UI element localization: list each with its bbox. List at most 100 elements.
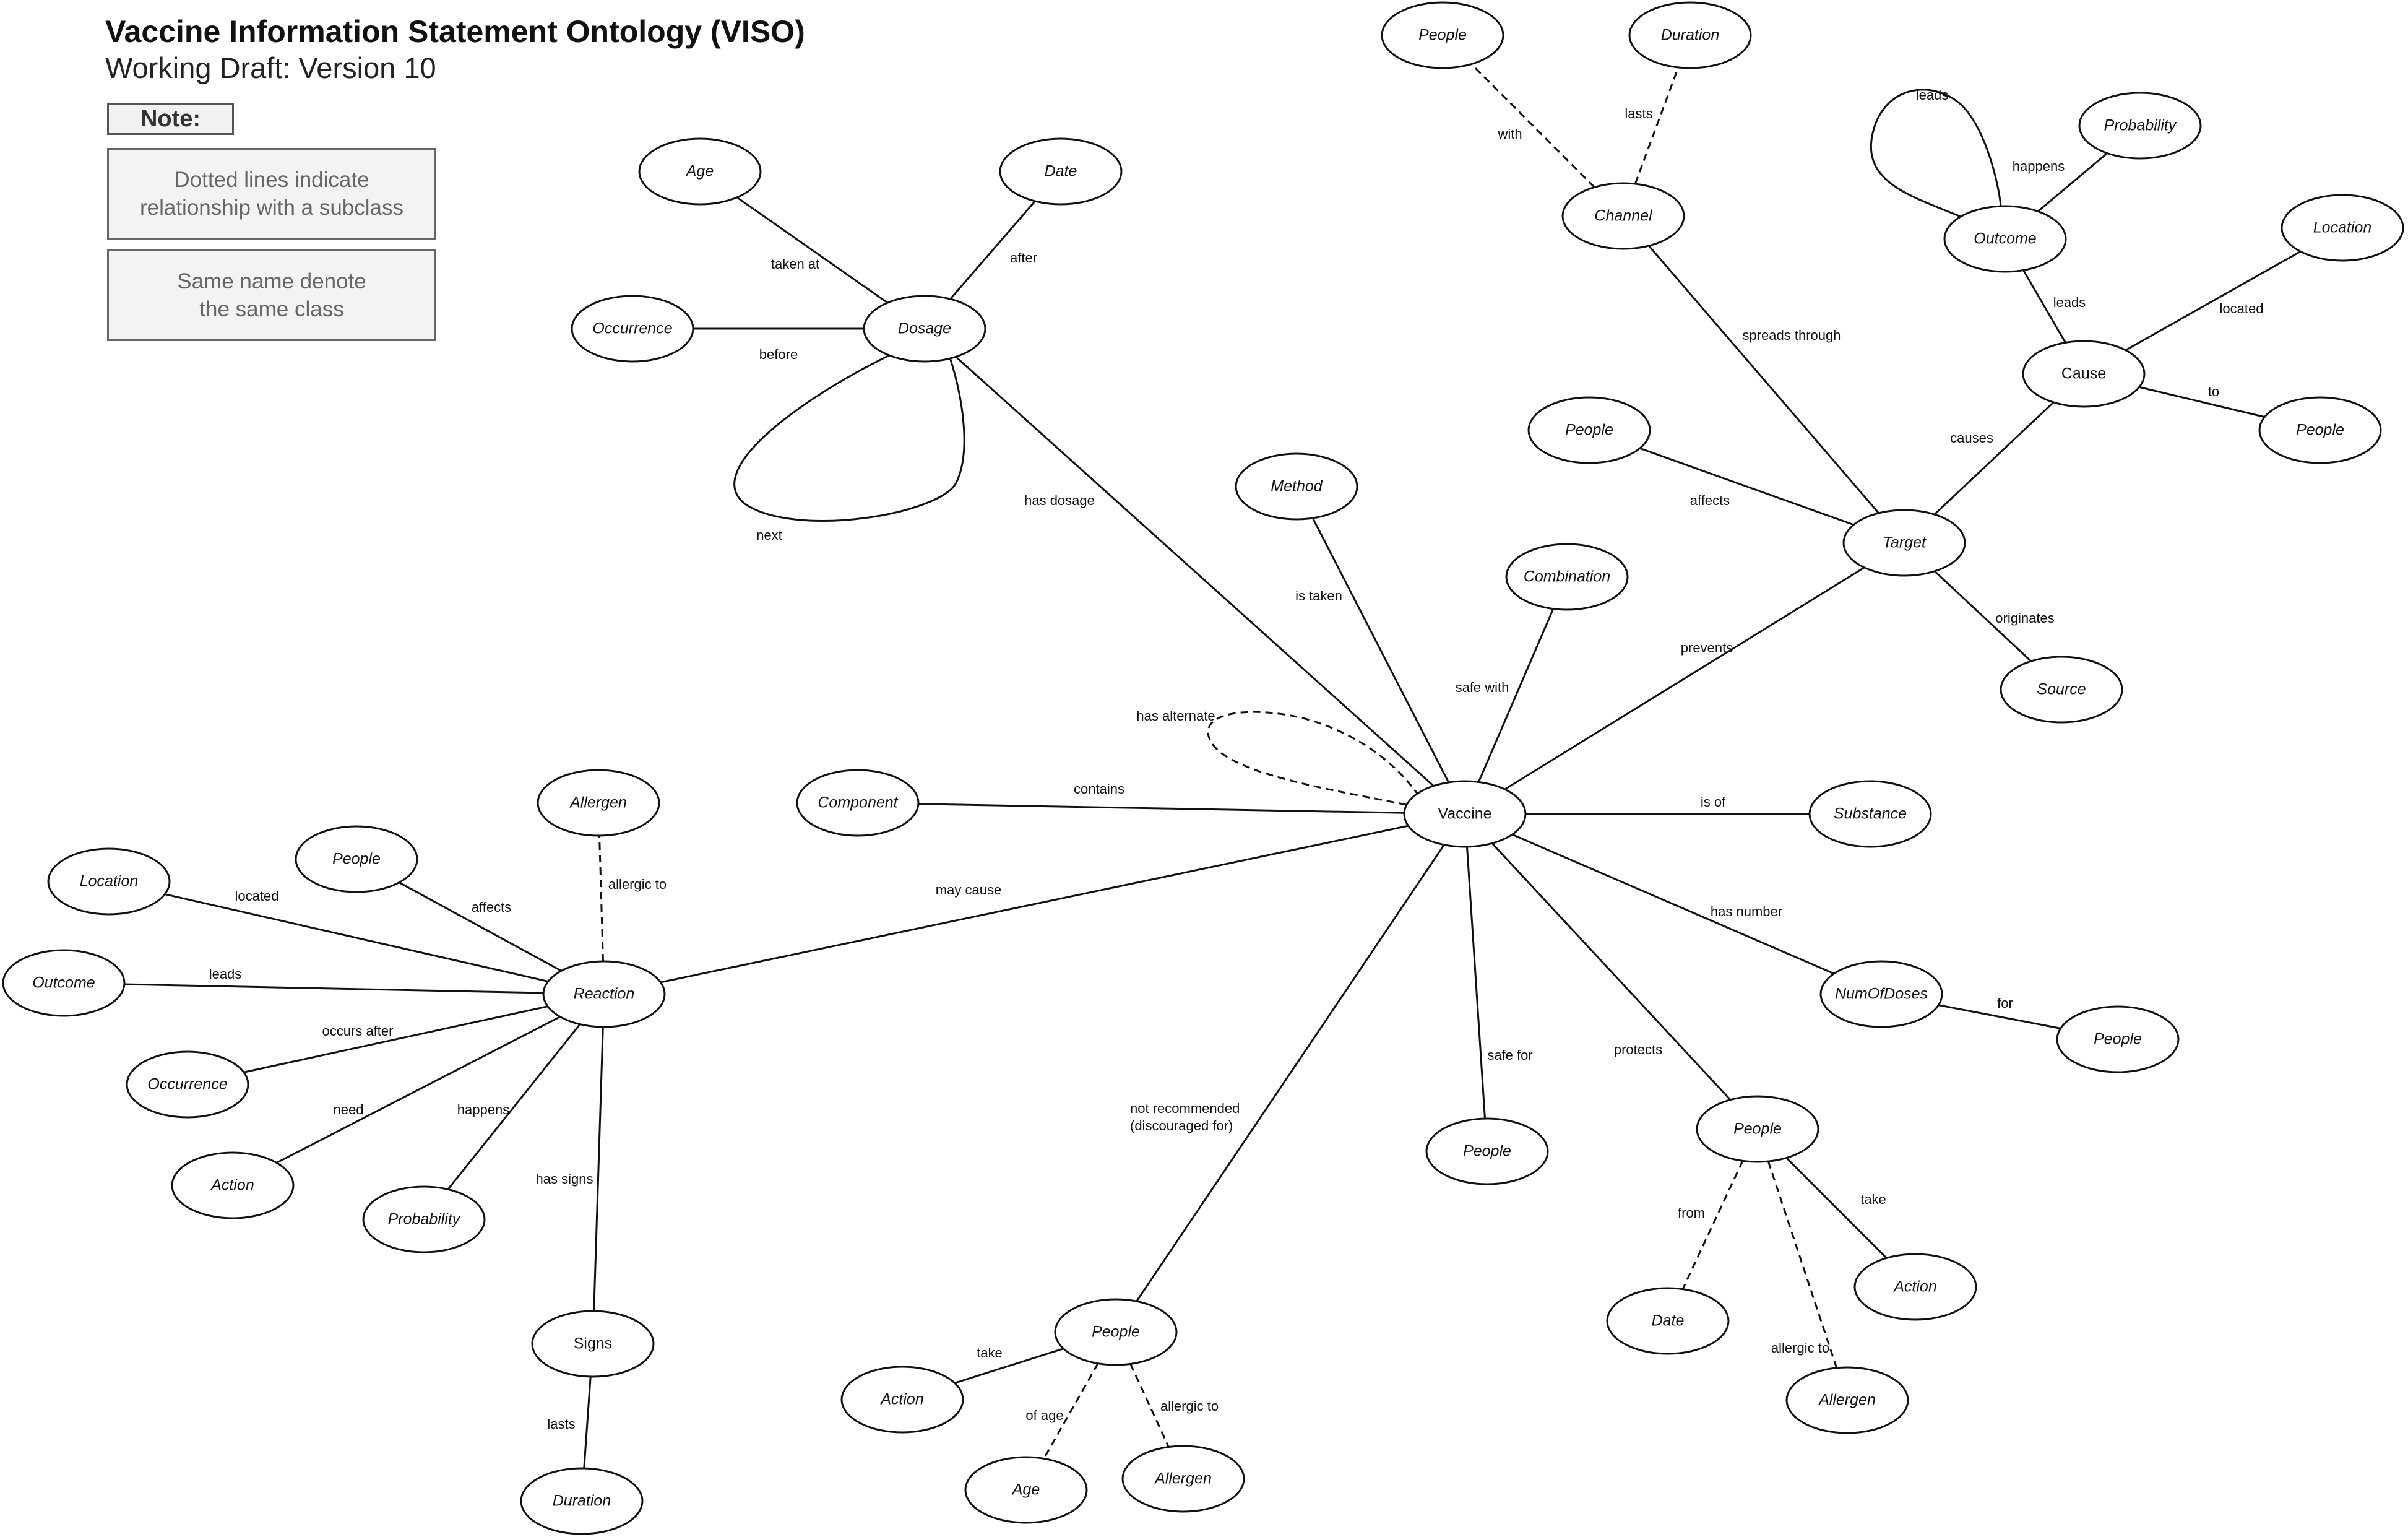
edge-signs-duration-signs: [583, 1376, 592, 1469]
node-ellipse: [295, 825, 418, 893]
node-ellipse: [999, 137, 1123, 206]
node-signs[interactable]: Signs: [531, 1310, 655, 1378]
node-component[interactable]: Component: [796, 769, 920, 837]
node-ellipse: [964, 1456, 1088, 1524]
edge-outcome-cause-probability-outcome: [2037, 152, 2108, 212]
node-probability-outcome[interactable]: Probability: [2078, 92, 2202, 160]
node-numofdoses[interactable]: NumOfDoses: [1819, 960, 1943, 1028]
edge-label: not recommended(discouraged for): [1130, 1101, 1240, 1133]
node-label: People: [2094, 1031, 2142, 1048]
node-action-protects[interactable]: Action: [1853, 1253, 1977, 1321]
node-location-cause[interactable]: Location: [2281, 194, 2404, 262]
edge-people-protects-allergen-protects: [1767, 1161, 1838, 1369]
edge-label: from: [1678, 1205, 1705, 1221]
node-people-safe[interactable]: People: [1425, 1117, 1549, 1185]
edge-cause-outcome-cause: [2022, 269, 2066, 344]
edge-people-protects-action-protects: [1785, 1157, 1888, 1259]
edge-label: has signs: [536, 1171, 593, 1187]
node-channel[interactable]: Channel: [1561, 182, 1685, 250]
edge-label: is of: [1701, 794, 1726, 810]
node-label: Duration: [1661, 27, 1720, 44]
node-outcome-reaction[interactable]: Outcome: [2, 949, 126, 1017]
edge-vaccine-people-safe: [1466, 846, 1486, 1119]
edge-label: lasts: [547, 1416, 575, 1432]
node-people-cause[interactable]: People: [2258, 396, 2382, 464]
node-label: People: [1565, 422, 1613, 439]
node-duration-signs[interactable]: Duration: [520, 1467, 644, 1535]
node-allergen-protects[interactable]: Allergen: [1785, 1366, 1909, 1434]
node-label: Dosage: [898, 320, 951, 337]
node-allergen-reaction[interactable]: Allergen: [537, 769, 660, 837]
node-target[interactable]: Target: [1842, 509, 1966, 577]
edge-channel-people-channel: [1470, 63, 1595, 188]
edge-label: affects: [1690, 493, 1730, 508]
node-label: People: [332, 851, 381, 868]
edge-reaction-people-reaction: [399, 881, 562, 972]
node-date-dosage[interactable]: Date: [999, 137, 1123, 206]
node-people-notrec[interactable]: People: [1054, 1298, 1178, 1366]
note-same-name: Same name denote the same class: [107, 249, 436, 341]
node-age-notrec[interactable]: Age: [964, 1456, 1088, 1524]
node-label: Action: [1892, 1278, 1936, 1296]
edge-cause-people-cause: [2139, 386, 2265, 418]
node-ellipse: [1425, 1117, 1549, 1185]
node-ellipse: [1235, 452, 1358, 521]
edge-label: to: [2208, 384, 2219, 399]
node-people-target[interactable]: People: [1527, 396, 1651, 464]
node-occurrence-dosage[interactable]: Occurrence: [571, 295, 694, 363]
node-ellipse: [537, 769, 660, 837]
edge-reaction-action-reaction: [276, 1016, 561, 1164]
edge-target-people-target: [1639, 447, 1854, 526]
edge-label: allergic to: [608, 877, 667, 892]
node-date-protects[interactable]: Date: [1606, 1287, 1730, 1355]
node-label: Channel: [1594, 207, 1653, 225]
node-duration-channel[interactable]: Duration: [1628, 1, 1752, 69]
node-combination[interactable]: Combination: [1505, 543, 1629, 611]
node-method[interactable]: Method: [1235, 452, 1358, 521]
node-occurrence-reaction[interactable]: Occurrence: [126, 1050, 249, 1119]
edge-label: is taken: [1295, 588, 1342, 604]
node-label: Substance: [1834, 805, 1907, 823]
edge-label: leads: [209, 966, 242, 982]
node-substance[interactable]: Substance: [1808, 780, 1932, 848]
node-ellipse: [1527, 396, 1651, 464]
node-age-dosage[interactable]: Age: [638, 137, 762, 206]
node-people-protects[interactable]: People: [1696, 1095, 1819, 1163]
edge-numofdoses-people-numofdoses: [1938, 1004, 2061, 1029]
edge-vaccine-reaction: [660, 825, 1409, 984]
node-ellipse: [2022, 340, 2146, 408]
node-outcome-cause[interactable]: Outcome: [1943, 205, 2067, 273]
edge-reaction-occurrence-reaction: [243, 1005, 548, 1073]
edge-label: spreads through: [1743, 327, 1841, 343]
edge-label: for: [1997, 995, 2013, 1011]
node-probability-reaction[interactable]: Probability: [362, 1185, 486, 1253]
node-source[interactable]: Source: [2000, 656, 2123, 724]
node-ellipse: [638, 137, 762, 206]
edge-dosage-dosage: [733, 352, 965, 522]
node-cause[interactable]: Cause: [2022, 340, 2146, 408]
node-ellipse: [2281, 194, 2404, 262]
node-people-reaction[interactable]: People: [295, 825, 418, 893]
node-allergen-notrec[interactable]: Allergen: [1121, 1445, 1245, 1513]
node-label: People: [1092, 1323, 1140, 1341]
node-label: People: [1418, 27, 1467, 44]
node-reaction[interactable]: Reaction: [542, 960, 666, 1028]
edge-reaction-probability-reaction: [447, 1023, 581, 1190]
node-action-notrec[interactable]: Action: [840, 1366, 964, 1434]
edge-label: taken at: [771, 256, 819, 272]
node-label: Allergen: [1154, 1470, 1212, 1487]
node-label: Allergen: [1818, 1392, 1876, 1409]
node-ellipse: [863, 295, 986, 363]
edge-reaction-allergen-reaction: [598, 835, 604, 962]
edge-people-notrec-age-notrec: [1043, 1362, 1099, 1460]
node-location-reaction[interactable]: Location: [47, 847, 171, 916]
node-dosage[interactable]: Dosage: [863, 295, 986, 363]
edge-label: after: [1010, 250, 1037, 266]
node-ellipse: [1853, 1253, 1977, 1321]
node-people-channel[interactable]: People: [1381, 1, 1504, 69]
node-action-reaction[interactable]: Action: [171, 1151, 295, 1219]
edge-people-protects-date-protects: [1681, 1160, 1744, 1290]
node-people-numofdoses[interactable]: People: [2056, 1005, 2180, 1073]
node-vaccine[interactable]: Vaccine: [1403, 780, 1527, 848]
